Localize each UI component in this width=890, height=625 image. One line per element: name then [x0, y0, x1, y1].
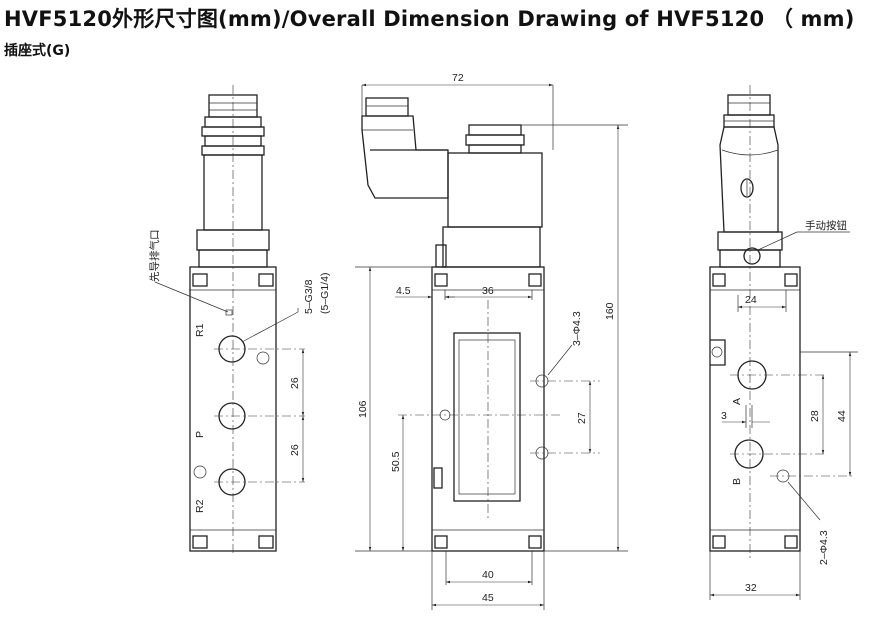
dim-27: 27 [576, 412, 588, 424]
front-view: 72 160 106 50.5 4.5 36 27 3–Φ4.3 40 45 [355, 72, 628, 610]
dim-44: 44 [836, 410, 848, 422]
dim-160: 160 [604, 302, 616, 320]
port-b-label: B [731, 478, 743, 485]
port-p-label: P [194, 431, 206, 438]
dim-26-upper: 26 [289, 377, 301, 389]
left-view: 先导排气口 5–G3/8 (5–G1/4) R1 P R2 26 26 [148, 85, 331, 556]
port-thread-label: 5–G3/8 [303, 279, 315, 314]
manual-button-label: 手动按钮 [805, 219, 847, 232]
dim-32: 32 [745, 582, 757, 594]
page-subtitle: 插座式(G) [4, 43, 71, 59]
pilot-exhaust-label: 先导排气口 [148, 230, 161, 283]
dim-26-lower: 26 [289, 444, 301, 456]
port-thread-alt-label: (5–G1/4) [319, 273, 331, 314]
dim-106: 106 [357, 400, 369, 418]
dim-4-5: 4.5 [396, 285, 411, 297]
dim-50-5: 50.5 [390, 451, 402, 472]
dim-28: 28 [809, 410, 821, 422]
dim-3: 3 [721, 410, 727, 422]
dim-24: 24 [745, 294, 757, 306]
port-a-label: A [731, 398, 743, 405]
page-title: HVF5120外形尺寸图(mm)/Overall Dimension Drawi… [4, 7, 855, 31]
dim-40: 40 [482, 569, 494, 581]
dim-36: 36 [482, 285, 494, 297]
dim-hole-right: 2–Φ4.3 [818, 530, 830, 565]
dim-hole-front: 3–Φ4.3 [571, 311, 583, 346]
port-r2-label: R2 [194, 499, 206, 513]
dim-45: 45 [482, 592, 494, 604]
dim-72: 72 [452, 72, 464, 84]
right-view: 手动按钮 A B 24 3 28 44 2–Φ4.3 32 [709, 85, 858, 600]
port-r1-label: R1 [194, 323, 206, 337]
